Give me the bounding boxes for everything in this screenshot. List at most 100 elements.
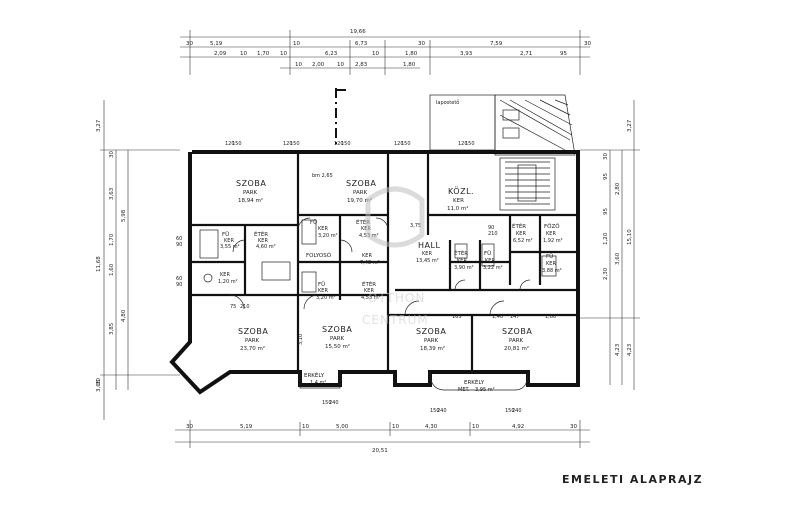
room-fu-1-name: FÜ [222, 231, 229, 238]
watermark: OTTHON CENTRUM [362, 186, 428, 327]
room-kozl-name: KÖZL. [448, 186, 474, 196]
room-fu-2-name: FÜ [310, 219, 317, 226]
dim-right-7: 30 [603, 153, 609, 160]
room-folyoso-name: FOLYOSÓ [306, 252, 332, 259]
dim-top-13: 10 [372, 51, 379, 57]
room-fu-4-name: FÜ [484, 250, 491, 257]
opening-20: 150 [505, 408, 515, 414]
room-szoba-3-floor: PARK [245, 338, 260, 344]
room-wc-area: 1,20 m² [218, 279, 238, 285]
room-fu-4: FÜ KER 3,22 m² [483, 250, 503, 271]
room-hall-area: 13,45 m² [416, 258, 439, 264]
room-fozo-floor: KER [546, 231, 556, 237]
opening-23: 240 [329, 400, 339, 406]
dim-top-20: 10 [337, 62, 344, 68]
opening-13: 60 [176, 276, 182, 282]
room-eter-5: ÉTÉR KER 3,90 m² [454, 249, 474, 271]
opening-3: 120 [283, 141, 293, 147]
room-folyoso: FOLYOSÓ KER 7,48 m² [306, 252, 380, 266]
dim-right-1: 3,27 [627, 119, 633, 132]
room-szoba-3-name: SZOBA [238, 327, 268, 336]
opening-24: 165 [452, 314, 462, 320]
room-fu-5-area: 3,88 m² [542, 268, 562, 274]
room-szoba-6-area: 20,81 m² [504, 345, 529, 352]
room-eter-3-area: 6,52 m² [513, 238, 533, 244]
opening-21: 240 [512, 408, 522, 414]
opening-30: 210 [240, 304, 250, 310]
room-fu-3-area: 3,20 m² [316, 295, 336, 301]
room-szoba-5-name: SZOBA [416, 327, 446, 336]
room-kozl-floor: KER [453, 198, 464, 204]
dim-top-1: 30 [186, 41, 193, 47]
opening-1: 120 [225, 141, 235, 147]
room-fu-2-floor: KER [318, 226, 328, 232]
dim-left-3: 3,65 [96, 379, 102, 392]
bathroom-fixtures [199, 219, 557, 293]
room-wc-floor: KER [220, 272, 230, 278]
room-erkely-1-name: ERKÉLY [304, 371, 325, 379]
room-fozo: FŐZŐ KER 1,92 m² [543, 223, 563, 244]
dim-bottom-1: 30 [186, 424, 193, 430]
opening-17: 3,75 [410, 223, 421, 229]
room-fu-1-floor: KER [224, 238, 234, 244]
dim-right-10: 1,20 [603, 232, 609, 245]
room-eter-1-floor: KER [258, 238, 268, 244]
balconies [299, 371, 529, 391]
dim-left-10: 1,60 [109, 263, 115, 276]
dim-bottom-2: 5,19 [240, 424, 253, 430]
room-eter-2-name: ÉTÉR [356, 218, 370, 226]
room-eter-1: ÉTÉR KER 4,60 m² [254, 230, 276, 250]
room-szoba-4-floor: PARK [330, 336, 345, 342]
room-szoba-2: bm 2,65 SZOBA PARK 19,70 m² [312, 173, 376, 204]
room-fozo-area: 1,92 m² [543, 238, 563, 244]
dim-left-1: 3,27 [96, 119, 102, 132]
dim-top-22: 1,80 [403, 62, 416, 68]
dim-top-12: 6,23 [325, 51, 338, 57]
dim-top-14: 1,80 [405, 51, 418, 57]
dim-top-4: 6,73 [355, 41, 368, 47]
room-wc: KER 1,20 m² [218, 272, 238, 285]
room-eter-4-floor: KER [364, 288, 374, 294]
dim-top-11: 10 [280, 51, 287, 57]
opening-28: 3,10 [298, 334, 304, 345]
top-dimensions: 19,66 30 5,19 10 6,73 30 7,59 30 2,09 10… [180, 29, 591, 75]
room-eter-1-area: 4,60 m² [256, 244, 276, 250]
room-fu-2-area: 3,20 m² [318, 233, 338, 239]
opening-15: 90 [488, 225, 494, 231]
bm-label: bm 2,65 [312, 173, 333, 179]
room-hall-floor: KER [422, 251, 432, 257]
dim-right-5: 3,60 [615, 252, 621, 265]
flat-roof-area: lapostető [429, 94, 576, 156]
room-szoba-4-name: SZOBA [322, 325, 352, 334]
dim-left-11: 30 [96, 378, 102, 385]
opening-10: 150 [465, 141, 475, 147]
room-labels: SZOBA PARK 18,94 m² bm 2,65 SZOBA PARK 1… [218, 173, 563, 393]
room-eter-4: ÉTÉR KER 4,53 m² [361, 280, 381, 301]
room-szoba-5: SZOBA PARK 18,39 m² [416, 327, 446, 352]
room-fu-1-area: 3,55 m² [220, 244, 240, 250]
room-folyoso-area: 7,48 m² [360, 260, 380, 266]
dim-bottom-7: 10 [472, 424, 479, 430]
room-szoba-3-area: 23,70 m² [240, 345, 265, 352]
room-eter-1-name: ÉTÉR [254, 230, 268, 238]
dim-right-4: 2,80 [615, 182, 621, 195]
opening-8: 150 [401, 141, 411, 147]
dim-bottom-8: 4,92 [512, 424, 524, 430]
dim-left-6: 4,80 [121, 309, 127, 322]
dim-top-16: 2,71 [520, 51, 532, 57]
room-eter-3-name: ÉTÉR [512, 222, 526, 230]
opening-25: 1,40 [492, 314, 503, 320]
room-erkely-2-name: ERKÉLY [464, 378, 485, 386]
dim-left-5: 5,98 [121, 209, 127, 222]
room-szoba-5-floor: PARK [424, 338, 439, 344]
opening-5: 120 [334, 141, 344, 147]
dim-bottom-5: 10 [392, 424, 399, 430]
room-szoba-4-area: 15,50 m² [325, 343, 350, 350]
dim-top-9: 10 [240, 51, 247, 57]
dim-right-9: 95 [603, 208, 609, 215]
dim-bottom-4: 5,00 [336, 424, 349, 430]
room-fu-1: FÜ KER 3,55 m² [220, 231, 240, 250]
opening-4: 150 [290, 141, 300, 147]
opening-14: 90 [176, 282, 182, 288]
